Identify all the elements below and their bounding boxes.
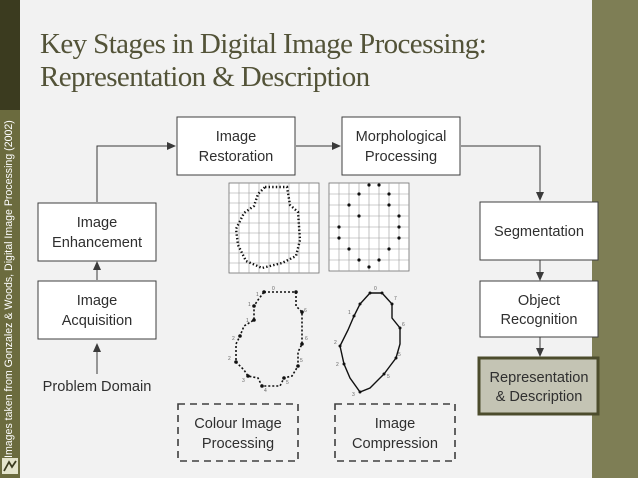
logo-icon xyxy=(2,458,18,474)
svg-text:5: 5 xyxy=(286,380,289,386)
node-image-restoration: Image Restoration xyxy=(176,116,296,176)
chain-code-outline-illustration: 066 554 322 111 xyxy=(228,286,308,394)
compression-label-2: Compression xyxy=(352,436,438,452)
node-colour-image-processing: Colour Image Processing xyxy=(177,403,299,462)
svg-text:5: 5 xyxy=(300,358,303,364)
svg-text:0: 0 xyxy=(374,286,377,292)
recognition-label-1: Object xyxy=(518,293,560,309)
svg-text:6: 6 xyxy=(402,322,405,328)
right-accent-bar xyxy=(592,0,638,478)
svg-text:6: 6 xyxy=(304,308,307,314)
polygon-approximation-illustration: 0 7 6 5 5 3 2 2 1 xyxy=(334,286,405,398)
left-accent-bar xyxy=(0,0,20,478)
svg-text:3: 3 xyxy=(242,378,245,384)
svg-text:1: 1 xyxy=(248,302,251,308)
segmentation-label: Segmentation xyxy=(494,224,584,240)
restoration-label-2: Restoration xyxy=(199,149,274,165)
left-accent-bar-inner xyxy=(0,110,20,478)
svg-text:4: 4 xyxy=(264,388,267,394)
arrow-enhancement-to-restoration xyxy=(96,142,176,202)
svg-text:2: 2 xyxy=(232,336,235,342)
svg-text:5: 5 xyxy=(398,352,401,358)
colour-label-2: Processing xyxy=(202,436,274,452)
node-image-enhancement: Image Enhancement xyxy=(37,202,157,262)
svg-text:3: 3 xyxy=(352,392,355,398)
svg-text:1: 1 xyxy=(246,318,249,324)
recognition-label-2: Recognition xyxy=(500,312,577,328)
svg-text:1: 1 xyxy=(348,310,351,316)
node-image-acquisition: Image Acquisition xyxy=(37,280,157,340)
svg-text:2: 2 xyxy=(336,362,339,368)
svg-text:2: 2 xyxy=(228,356,231,362)
sparse-grid-illustration xyxy=(328,182,410,272)
enhancement-label-1: Image xyxy=(77,215,118,231)
slide-title: Key Stages in Digital Image Processing: … xyxy=(40,28,600,94)
node-object-recognition: Object Recognition xyxy=(479,280,599,338)
compression-label-1: Image xyxy=(375,416,416,432)
node-morphological-processing: Morphological Processing xyxy=(341,116,461,176)
flow-arrows xyxy=(93,142,544,374)
problem-domain-label: Problem Domain xyxy=(43,379,152,395)
svg-text:5: 5 xyxy=(387,374,390,380)
node-representation-description: Representation & Description xyxy=(477,356,600,416)
colour-label-1: Colour Image xyxy=(194,416,282,432)
enhancement-label-2: Enhancement xyxy=(52,235,142,251)
svg-text:0: 0 xyxy=(272,286,275,292)
morphological-label-2: Processing xyxy=(365,149,437,165)
representation-label-2: & Description xyxy=(496,389,583,405)
acquisition-label-1: Image xyxy=(77,293,118,309)
svg-text:6: 6 xyxy=(305,336,308,342)
svg-text:2: 2 xyxy=(334,340,337,346)
title-line-2: Representation & Description xyxy=(40,61,370,93)
morphological-label-1: Morphological xyxy=(356,129,447,145)
node-segmentation: Segmentation xyxy=(479,201,599,261)
restoration-label-1: Image xyxy=(216,129,257,145)
title-line-1: Key Stages in Digital Image Processing: xyxy=(40,28,487,60)
acquisition-label-2: Acquisition xyxy=(62,313,133,329)
representation-label-1: Representation xyxy=(490,370,589,386)
node-problem-domain: Problem Domain xyxy=(43,379,152,395)
arrow-morphological-to-segmentation xyxy=(461,145,544,201)
boundary-grid-illustration xyxy=(228,182,320,274)
svg-text:1: 1 xyxy=(256,292,259,298)
node-image-compression: Image Compression xyxy=(334,403,456,462)
svg-text:7: 7 xyxy=(394,296,397,302)
